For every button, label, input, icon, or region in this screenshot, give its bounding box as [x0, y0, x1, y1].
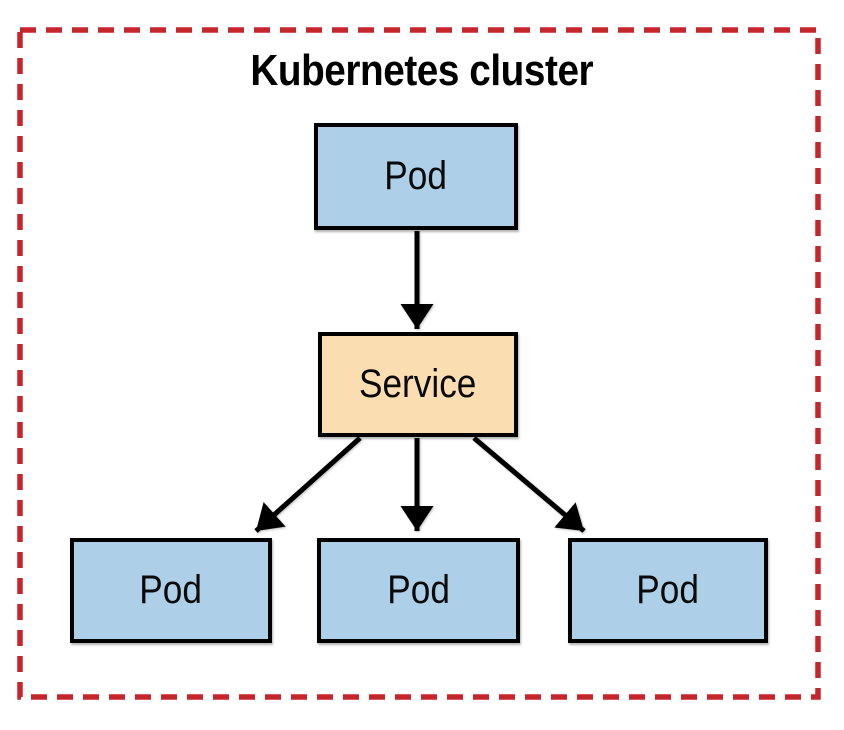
node-pod-right: Pod [568, 538, 768, 643]
node-pod-left: Pod [70, 538, 272, 643]
node-label: Pod [384, 154, 448, 198]
cluster-boundary [17, 27, 821, 700]
cluster-title: Kubernetes cluster [250, 46, 594, 95]
node-label: Service [359, 362, 477, 406]
node-label: Pod [636, 568, 700, 612]
node-service: Service [318, 332, 518, 437]
edge-service-to-podright [472, 436, 586, 533]
node-pod-top: Pod [314, 123, 518, 230]
node-label: Pod [139, 568, 203, 612]
node-pod-middle: Pod [317, 538, 520, 643]
node-label: Pod [387, 568, 450, 612]
edge-service-to-podleft [254, 436, 362, 533]
